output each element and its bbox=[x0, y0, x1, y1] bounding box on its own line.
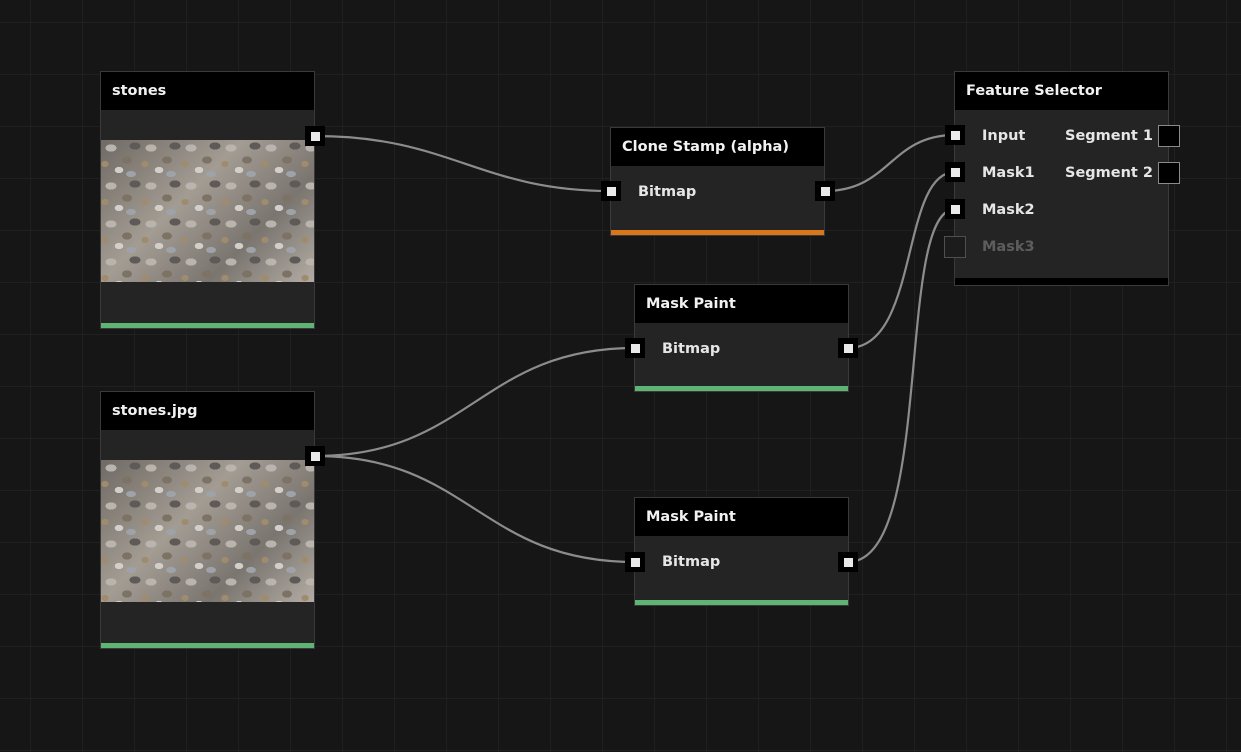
node-header[interactable]: stones bbox=[101, 72, 314, 110]
node-feature-selector[interactable]: Feature Selector Input Mask1 Mask2 Mask3… bbox=[954, 71, 1169, 286]
status-bar bbox=[955, 278, 1168, 285]
node-header[interactable]: Mask Paint bbox=[635, 498, 848, 536]
node-title: stones.jpg bbox=[112, 403, 198, 419]
wire-clone-stamp-to-feature-input[interactable] bbox=[824, 133, 956, 193]
input-label-mask3: Mask3 bbox=[982, 239, 1035, 255]
node-stones-jpg[interactable]: stones.jpg bbox=[100, 391, 315, 649]
feature-mask3-port[interactable] bbox=[944, 236, 966, 258]
node-title: stones bbox=[112, 83, 167, 99]
node-header[interactable]: Clone Stamp (alpha) bbox=[611, 128, 824, 166]
node-title: Mask Paint bbox=[646, 296, 736, 312]
wire-stones-to-clone-stamp[interactable] bbox=[314, 134, 612, 193]
stones-jpg-preview-image bbox=[101, 460, 314, 602]
input-label: Bitmap bbox=[662, 554, 721, 570]
wire-stones-jpg-to-mask-paint-1[interactable] bbox=[314, 346, 636, 458]
input-label-mask1: Mask1 bbox=[982, 165, 1035, 181]
node-title: Mask Paint bbox=[646, 509, 736, 525]
wire-stones-jpg-to-mask-paint-2[interactable] bbox=[314, 454, 636, 564]
input-label-mask2: Mask2 bbox=[982, 202, 1035, 218]
node-header[interactable]: Mask Paint bbox=[635, 285, 848, 323]
output-label-segment-2: Segment 2 bbox=[1065, 165, 1153, 181]
mask-paint-2-output-port[interactable] bbox=[838, 552, 858, 572]
node-mask-paint-2[interactable]: Mask Paint Bitmap bbox=[634, 497, 849, 606]
node-header[interactable]: Feature Selector bbox=[955, 72, 1168, 110]
mask-paint-1-output-port[interactable] bbox=[838, 338, 858, 358]
feature-input-port[interactable] bbox=[945, 125, 965, 145]
mask-paint-1-input-port[interactable] bbox=[625, 338, 645, 358]
input-label: Bitmap bbox=[638, 184, 697, 200]
node-title: Feature Selector bbox=[966, 83, 1102, 99]
status-bar bbox=[611, 230, 824, 235]
node-stones[interactable]: stones bbox=[100, 71, 315, 329]
status-bar bbox=[635, 600, 848, 605]
feature-mask1-port[interactable] bbox=[945, 162, 965, 182]
status-bar bbox=[101, 643, 314, 648]
clone-stamp-input-port[interactable] bbox=[601, 181, 621, 201]
stones-jpg-output-port[interactable] bbox=[305, 446, 325, 466]
input-label-input: Input bbox=[982, 128, 1026, 144]
feature-mask2-port[interactable] bbox=[945, 199, 965, 219]
output-label-segment-1: Segment 1 bbox=[1065, 128, 1153, 144]
stones-output-port[interactable] bbox=[305, 126, 325, 146]
wire-mask-paint-2-to-feature-mask2[interactable] bbox=[847, 207, 956, 564]
stones-preview-image bbox=[101, 140, 314, 282]
wire-mask-paint-1-to-feature-mask1[interactable] bbox=[847, 170, 956, 350]
input-label: Bitmap bbox=[662, 341, 721, 357]
node-mask-paint-1[interactable]: Mask Paint Bitmap bbox=[634, 284, 849, 392]
node-header[interactable]: stones.jpg bbox=[101, 392, 314, 430]
clone-stamp-output-port[interactable] bbox=[815, 181, 835, 201]
mask-paint-2-input-port[interactable] bbox=[625, 552, 645, 572]
status-bar bbox=[635, 386, 848, 391]
node-clone-stamp[interactable]: Clone Stamp (alpha) Bitmap bbox=[610, 127, 825, 236]
node-title: Clone Stamp (alpha) bbox=[622, 139, 789, 155]
feature-segment-2-port[interactable] bbox=[1158, 162, 1180, 184]
status-bar bbox=[101, 323, 314, 328]
feature-segment-1-port[interactable] bbox=[1158, 125, 1180, 147]
